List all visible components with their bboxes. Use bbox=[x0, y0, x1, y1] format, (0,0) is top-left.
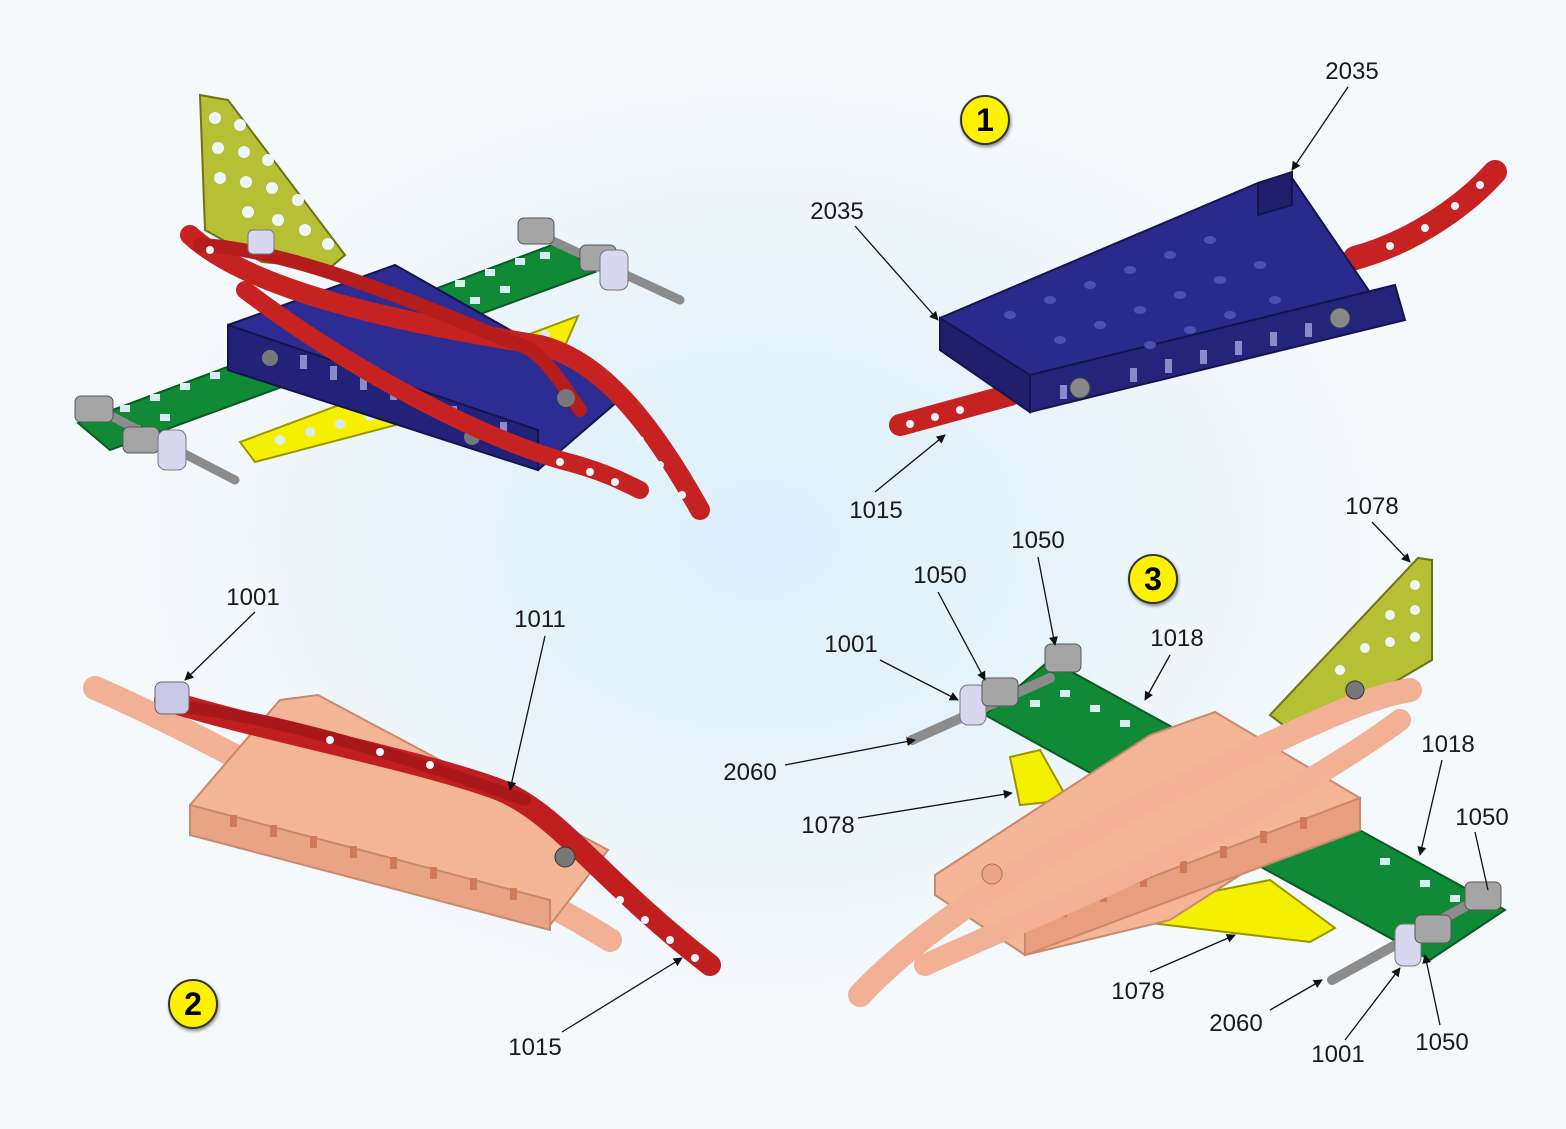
part-label-1050: 1050 bbox=[1415, 1029, 1469, 1056]
part-label-1018: 1018 bbox=[1150, 625, 1204, 652]
part-label-1011: 1011 bbox=[514, 606, 566, 633]
part-label-1050: 1050 bbox=[1455, 804, 1509, 831]
part-label-1078: 1078 bbox=[1111, 978, 1165, 1005]
axle-assemblies bbox=[74, 217, 685, 485]
step-badge-2: 2 bbox=[168, 979, 218, 1029]
part-label-1001: 1001 bbox=[226, 584, 280, 611]
step3-illustration bbox=[848, 556, 1507, 1007]
part-label-1078: 1078 bbox=[1345, 493, 1399, 520]
part-label-1001: 1001 bbox=[824, 631, 878, 658]
part-label-1018: 1018 bbox=[1421, 731, 1475, 758]
step2-illustration bbox=[83, 676, 721, 976]
part-label-2035: 2035 bbox=[1325, 58, 1379, 85]
part-label-1001: 1001 bbox=[1311, 1041, 1365, 1068]
part-label-1015: 1015 bbox=[508, 1034, 562, 1061]
part-label-1078: 1078 bbox=[801, 812, 855, 839]
part-label-1050: 1050 bbox=[1011, 527, 1065, 554]
red-strips bbox=[180, 225, 710, 520]
part-label-2035: 2035 bbox=[810, 198, 864, 225]
blue-fuselage bbox=[227, 263, 627, 472]
part-label-1050: 1050 bbox=[913, 562, 967, 589]
step-badge-3: 3 bbox=[1128, 554, 1178, 604]
part-label-2060: 2060 bbox=[1209, 1010, 1263, 1037]
leader-lines bbox=[184, 86, 1489, 1041]
part-label-2060: 2060 bbox=[723, 759, 777, 786]
part-label-1015: 1015 bbox=[849, 497, 903, 524]
step-badge-1: 1 bbox=[960, 95, 1010, 145]
step1-illustration bbox=[889, 160, 1507, 436]
tail-fin-plate bbox=[198, 93, 347, 270]
finished-airplane bbox=[74, 93, 710, 520]
